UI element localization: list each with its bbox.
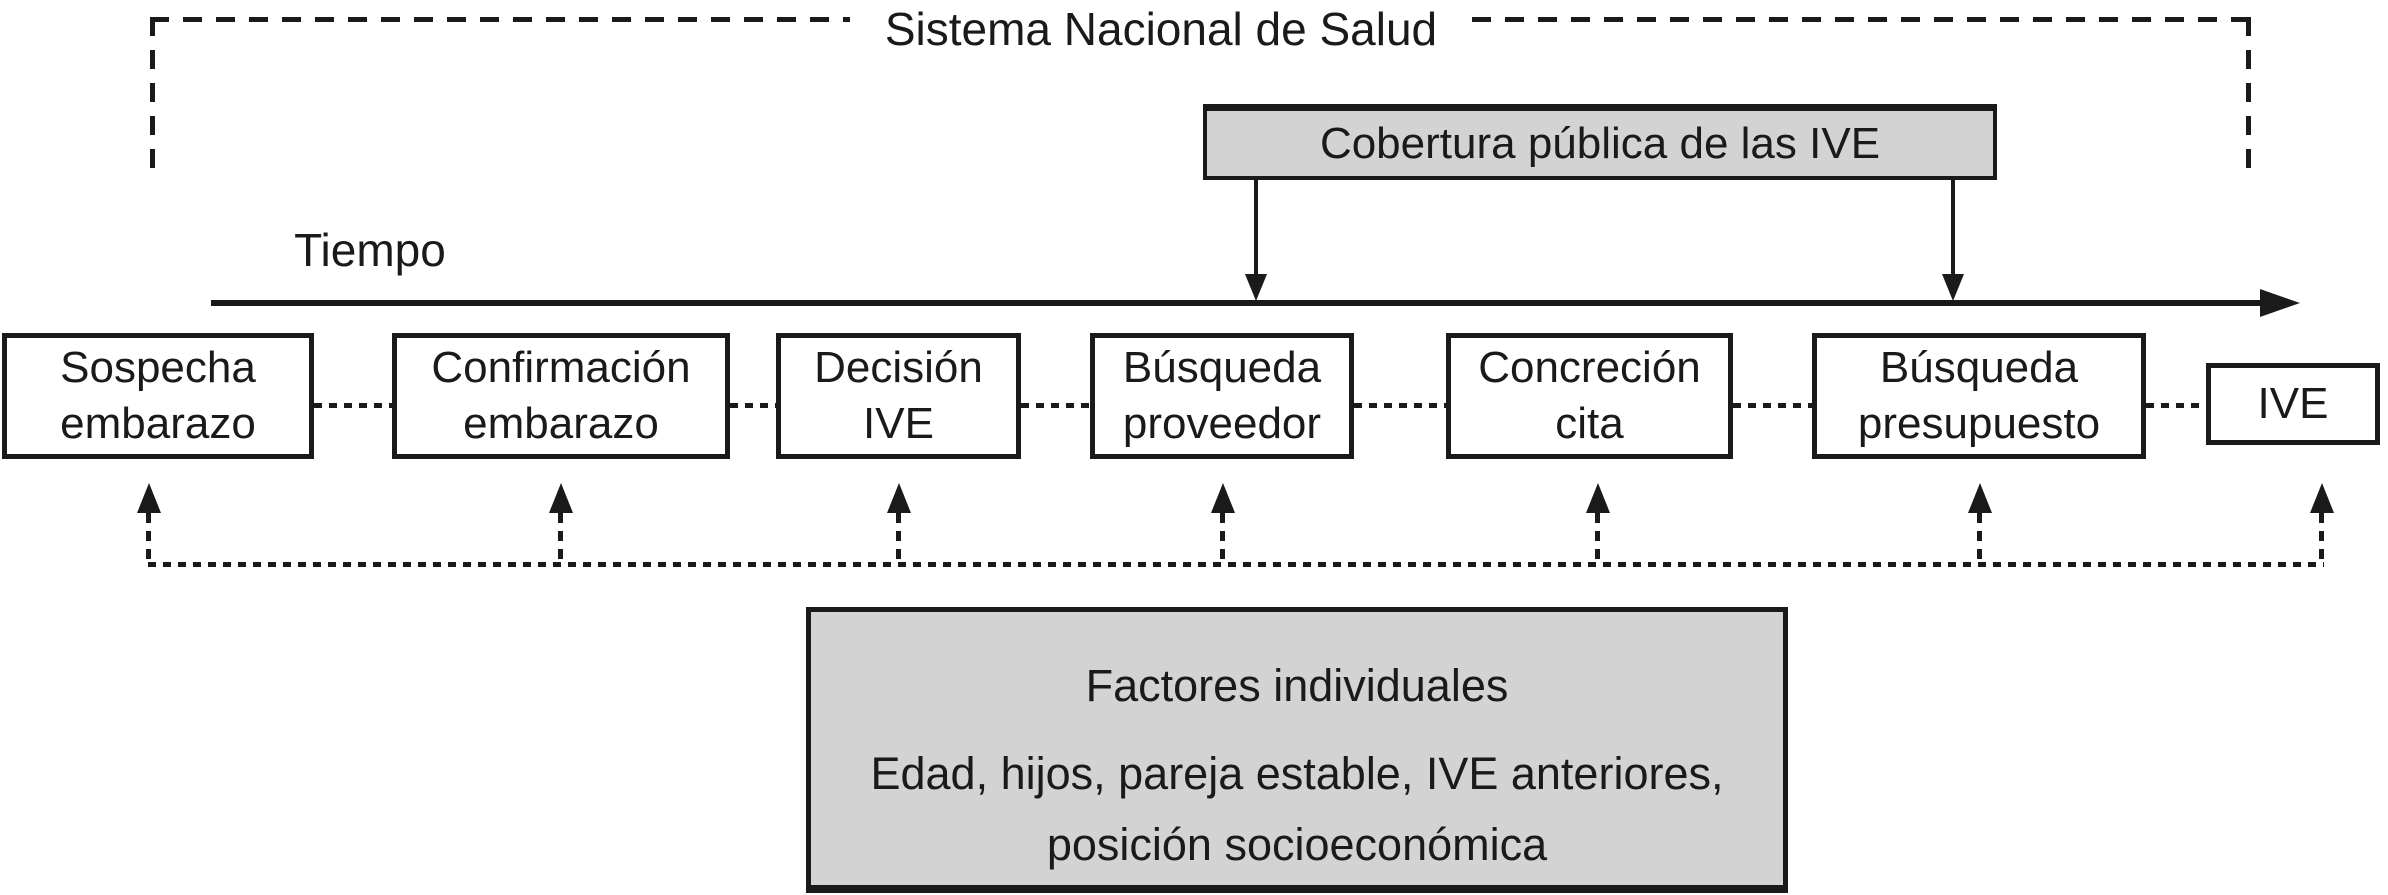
factors-box-details-line1: Edad, hijos, pareja estable, IVE anterio… (870, 748, 1724, 799)
stage-label-line: presupuesto (1857, 399, 2101, 448)
stage-label-line: Confirmación (431, 342, 691, 392)
system-label: Sistema Nacional de Salud (884, 3, 1438, 55)
feedback-arrow-stem (2319, 513, 2324, 564)
coverage-arrow-left-stem (1254, 180, 1258, 276)
feedback-arrow-up-head-icon (137, 483, 161, 513)
stage-connector-line (314, 403, 392, 408)
stage-box-sospecha-embarazo: Sospecha embarazo (2, 333, 314, 459)
stage-box-decision-ive: Decisión IVE (776, 333, 1021, 459)
feedback-arrow-up-head-icon (1211, 483, 1235, 513)
stage-box-busqueda-proveedor: Búsqueda proveedor (1090, 333, 1354, 459)
feedback-arrow-up-head-icon (1968, 483, 1992, 513)
stage-label-line: cita (1555, 399, 1624, 448)
coverage-box-label: Cobertura pública de las IVE (1319, 118, 1881, 168)
system-bracket-top-left-line (150, 17, 850, 22)
feedback-arrow-stem (558, 513, 563, 564)
stage-label-line: IVE (863, 399, 934, 448)
feedback-arrow-stem (1977, 513, 1982, 564)
stage-label-line: IVE (2257, 378, 2329, 428)
stage-label-line: Búsqueda (1879, 342, 2079, 392)
stage-label-line: proveedor (1122, 399, 1322, 448)
coverage-box: Cobertura pública de las IVE (1203, 104, 1997, 180)
stage-label-line: Búsqueda (1122, 342, 1322, 392)
stage-label-line: Concreción (1478, 342, 1701, 392)
factors-box-details-line2: posición socioeconómica (1046, 819, 1548, 870)
stage-box-concrecion-cita: Concreción cita (1446, 333, 1733, 459)
stage-label-line: Sospecha (60, 342, 256, 392)
feedback-arrow-up-head-icon (1586, 483, 1610, 513)
system-bracket-top-right-line (1472, 17, 2251, 22)
coverage-arrow-right-stem (1951, 180, 1955, 276)
stage-connector-line (1733, 403, 1812, 408)
stage-label-line: embarazo (463, 399, 659, 448)
coverage-arrow-left-head-icon (1245, 274, 1267, 301)
factors-box: Factores individuales Edad, hijos, parej… (806, 607, 1788, 893)
factors-feedback-rail-line (148, 562, 2324, 567)
stage-label-line: Decisión (814, 342, 983, 392)
feedback-arrow-stem (1595, 513, 1600, 564)
stage-connector-line (2146, 403, 2206, 408)
time-axis-line (211, 300, 2263, 306)
system-bracket-left-drop-line (150, 17, 155, 169)
feedback-arrow-up-head-icon (2310, 483, 2334, 513)
stage-box-confirmacion-embarazo: Confirmación embarazo (392, 333, 730, 459)
stage-connector-line (1354, 403, 1446, 408)
time-axis-label: Tiempo (294, 224, 446, 276)
factors-box-title: Factores individuales (1085, 660, 1509, 711)
time-axis-arrowhead-icon (2260, 289, 2300, 317)
system-bracket-right-drop-line (2246, 17, 2251, 173)
feedback-arrow-up-head-icon (887, 483, 911, 513)
feedback-arrow-stem (896, 513, 901, 564)
feedback-arrow-stem (1220, 513, 1225, 564)
stage-label-line: embarazo (60, 399, 256, 448)
feedback-arrow-stem (146, 513, 151, 564)
stage-box-busqueda-presupuesto: Búsqueda presupuesto (1812, 333, 2146, 459)
coverage-arrow-right-head-icon (1942, 274, 1964, 301)
stage-box-ive: IVE (2206, 363, 2380, 445)
feedback-arrow-up-head-icon (549, 483, 573, 513)
stage-connector-line (1021, 403, 1090, 408)
stage-connector-line (730, 403, 776, 408)
